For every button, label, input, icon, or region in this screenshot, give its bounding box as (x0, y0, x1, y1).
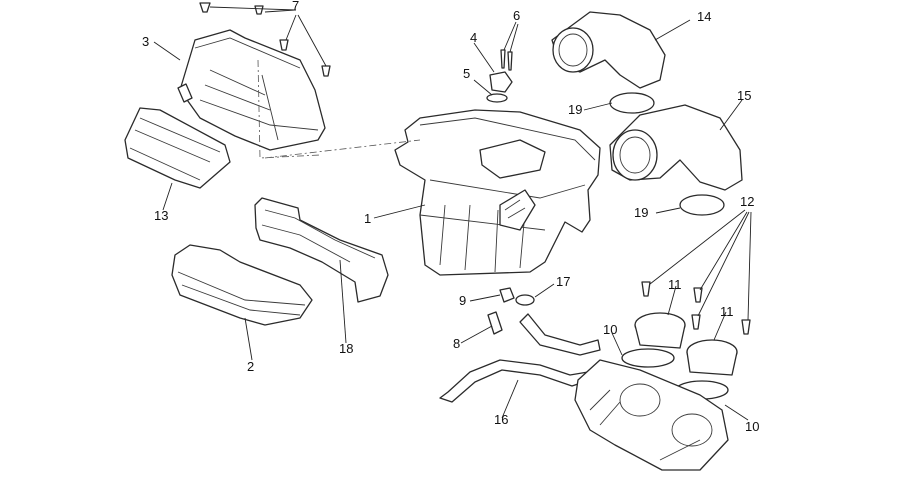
part-2-air-filter (171, 244, 313, 326)
guide-line-cover (257, 59, 421, 159)
callout-10-lower: 10 (745, 419, 759, 434)
leader-lines (153, 6, 752, 421)
throttle-body (574, 359, 729, 471)
callout-18: 18 (339, 341, 353, 356)
part-13-filter-duct (124, 107, 231, 189)
callout-13: 13 (154, 208, 168, 223)
callout-11-left: 11 (668, 277, 682, 292)
callout-15: 15 (737, 88, 751, 103)
part-17-clip (515, 294, 535, 306)
callout-8: 8 (453, 336, 460, 351)
callout-12: 12 (740, 194, 754, 209)
part-11-adapters (634, 312, 738, 376)
part-7-screws (199, 2, 331, 77)
callout-3: 3 (142, 34, 149, 49)
part-16-drain-hose (439, 313, 601, 403)
callout-16: 16 (494, 412, 508, 427)
part-12-bolts (641, 281, 751, 335)
part-5-seal (486, 93, 508, 103)
callout-14: 14 (697, 9, 711, 24)
part-3-airbox-cover (177, 29, 326, 151)
callout-11-right: 11 (720, 304, 734, 319)
part-18-intake-channel (254, 197, 389, 303)
callout-1: 1 (364, 211, 371, 226)
callout-4: 4 (470, 30, 477, 45)
part-9-fitting (499, 287, 515, 303)
callout-10-upper: 10 (603, 322, 617, 337)
callout-19-lower: 19 (634, 205, 648, 220)
callout-6: 6 (513, 8, 520, 23)
callout-5: 5 (463, 66, 470, 81)
part-14-intake-elbow (551, 11, 666, 89)
part-8-hose (487, 311, 503, 335)
callout-2: 2 (247, 359, 254, 374)
part-1-airbox-body (394, 109, 601, 276)
part-19-clamps (609, 92, 725, 216)
callout-7: 7 (292, 0, 299, 13)
callout-17: 17 (556, 274, 570, 289)
part-15-intake-elbow (609, 104, 743, 191)
part-6-screws (500, 49, 513, 71)
part-4-sensor (489, 71, 513, 93)
callout-9: 9 (459, 293, 466, 308)
callout-19-upper: 19 (568, 102, 582, 117)
